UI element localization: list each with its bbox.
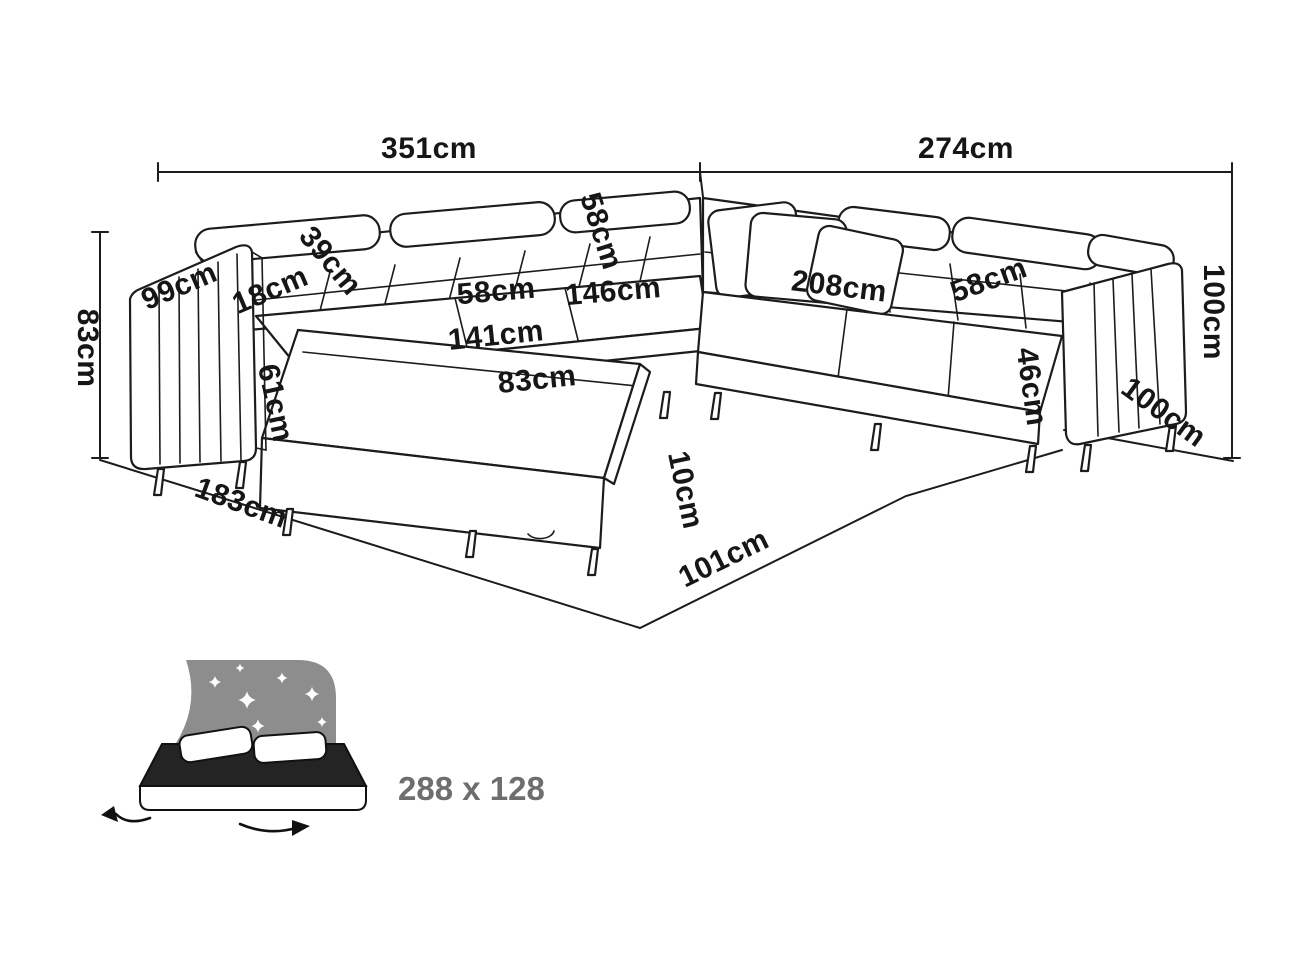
unfold-arrow-left [101,806,152,823]
pillow-3 [805,224,905,316]
headrest-2 [389,201,556,248]
dim-chaise-width: 83cm [496,359,578,400]
right-armrest [1060,262,1188,473]
unfold-arrow-bottom [238,820,310,836]
dim-top-left-width: 351cm [381,132,477,165]
sofa-leg [658,390,672,420]
sofa-leg [869,422,883,452]
dim-left-height: 83cm [71,309,104,388]
sofa-leg [1024,444,1038,474]
dimension-frame [91,162,1241,630]
dim-top-right-width: 274cm [918,132,1014,165]
sleeping-area-size: 288 x 128 [398,770,545,807]
bed-pillow-right [252,731,328,764]
sofa-leg [709,391,723,421]
corner-pillows [707,201,905,316]
storage-handle [527,530,555,540]
headrest-3 [559,190,691,234]
sofa-leg [586,547,600,577]
sofa-leg [152,467,166,497]
bed-mattress [138,743,368,787]
sofa-leg [464,529,478,559]
dim-right-height: 100cm [1197,264,1230,360]
left-armrest [128,244,267,497]
sofa-leg [1079,443,1093,473]
sleeping-function-icon: 288 x 128 [101,660,545,836]
chaise-longue [258,328,652,577]
bed-pillow-left [178,725,254,764]
right-seats [658,290,1064,474]
headrests [194,190,1175,278]
bed-base [139,785,367,811]
dim-leg-height: 10cm [661,448,710,532]
sofa-drawing [128,190,1188,577]
dim-front-depth: 101cm [673,523,774,595]
dim-left-cushion: 58cm [456,272,537,312]
